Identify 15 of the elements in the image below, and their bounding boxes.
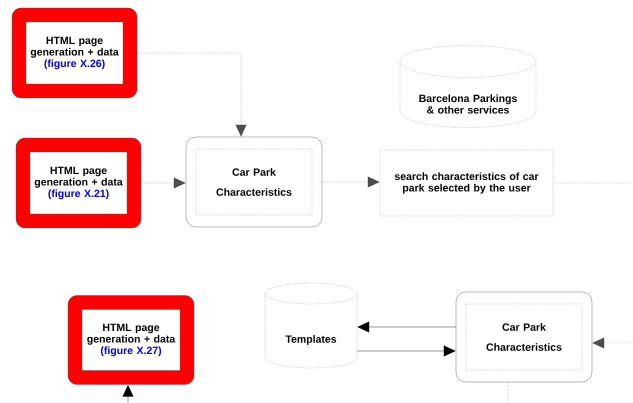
- page-generation-box: HTML page generation + data (figure X.26): [12, 8, 138, 98]
- arrow: [322, 176, 380, 188]
- page-generation-box: HTML page generation + data (figure X.21): [16, 138, 142, 228]
- arrow: [357, 346, 456, 356]
- arrow: [592, 338, 633, 348]
- page-generation-box: HTML page generation + data (figure X.27): [68, 295, 194, 385]
- database-cylinder: Barcelona Parkings & other services: [400, 45, 536, 128]
- arrow: [357, 322, 456, 332]
- arrow: [141, 178, 186, 188]
- arrow: [137, 52, 246, 136]
- process-box: search characteristics of car park selected by the user: [380, 150, 554, 216]
- process-box: Car Park Characteristics: [186, 136, 322, 228]
- arrow: [122, 384, 134, 403]
- process-box: Car Park Characteristics: [456, 292, 592, 382]
- database-cylinder: Templates: [264, 282, 358, 368]
